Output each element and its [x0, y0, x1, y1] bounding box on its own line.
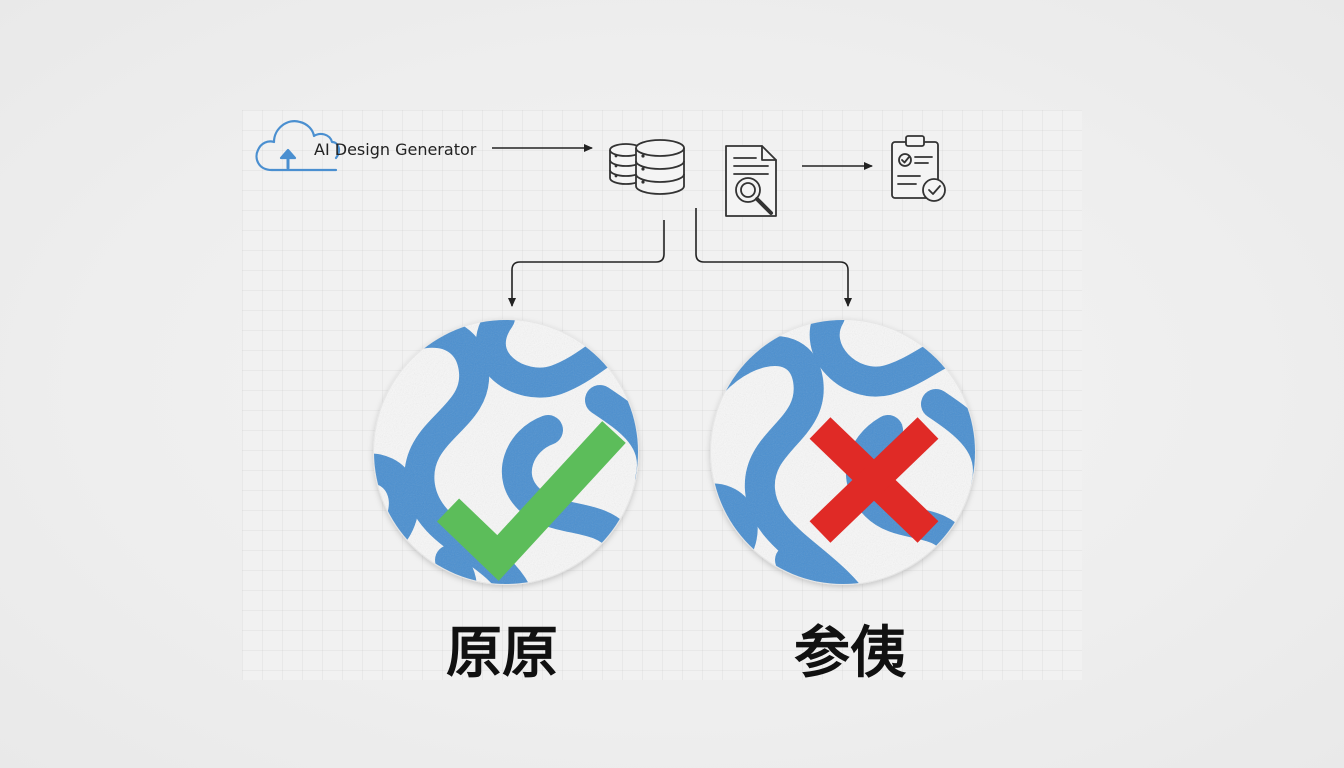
branch-connector-right	[695, 208, 852, 307]
pattern-disc-approved	[373, 319, 639, 585]
branch-connector-left	[508, 220, 665, 307]
source-label: AI Design Generator	[314, 140, 477, 159]
cloud-upload-icon	[255, 120, 341, 172]
clipboard-checklist-icon	[891, 135, 946, 202]
rejected-caption: 参侇	[794, 621, 906, 686]
cross-mark-icon	[809, 417, 939, 543]
pattern-disc-rejected	[710, 319, 976, 585]
document-search-icon	[725, 145, 777, 217]
database-icon	[609, 139, 685, 195]
approved-caption: 原原	[446, 621, 558, 686]
check-mark-icon	[436, 421, 626, 581]
